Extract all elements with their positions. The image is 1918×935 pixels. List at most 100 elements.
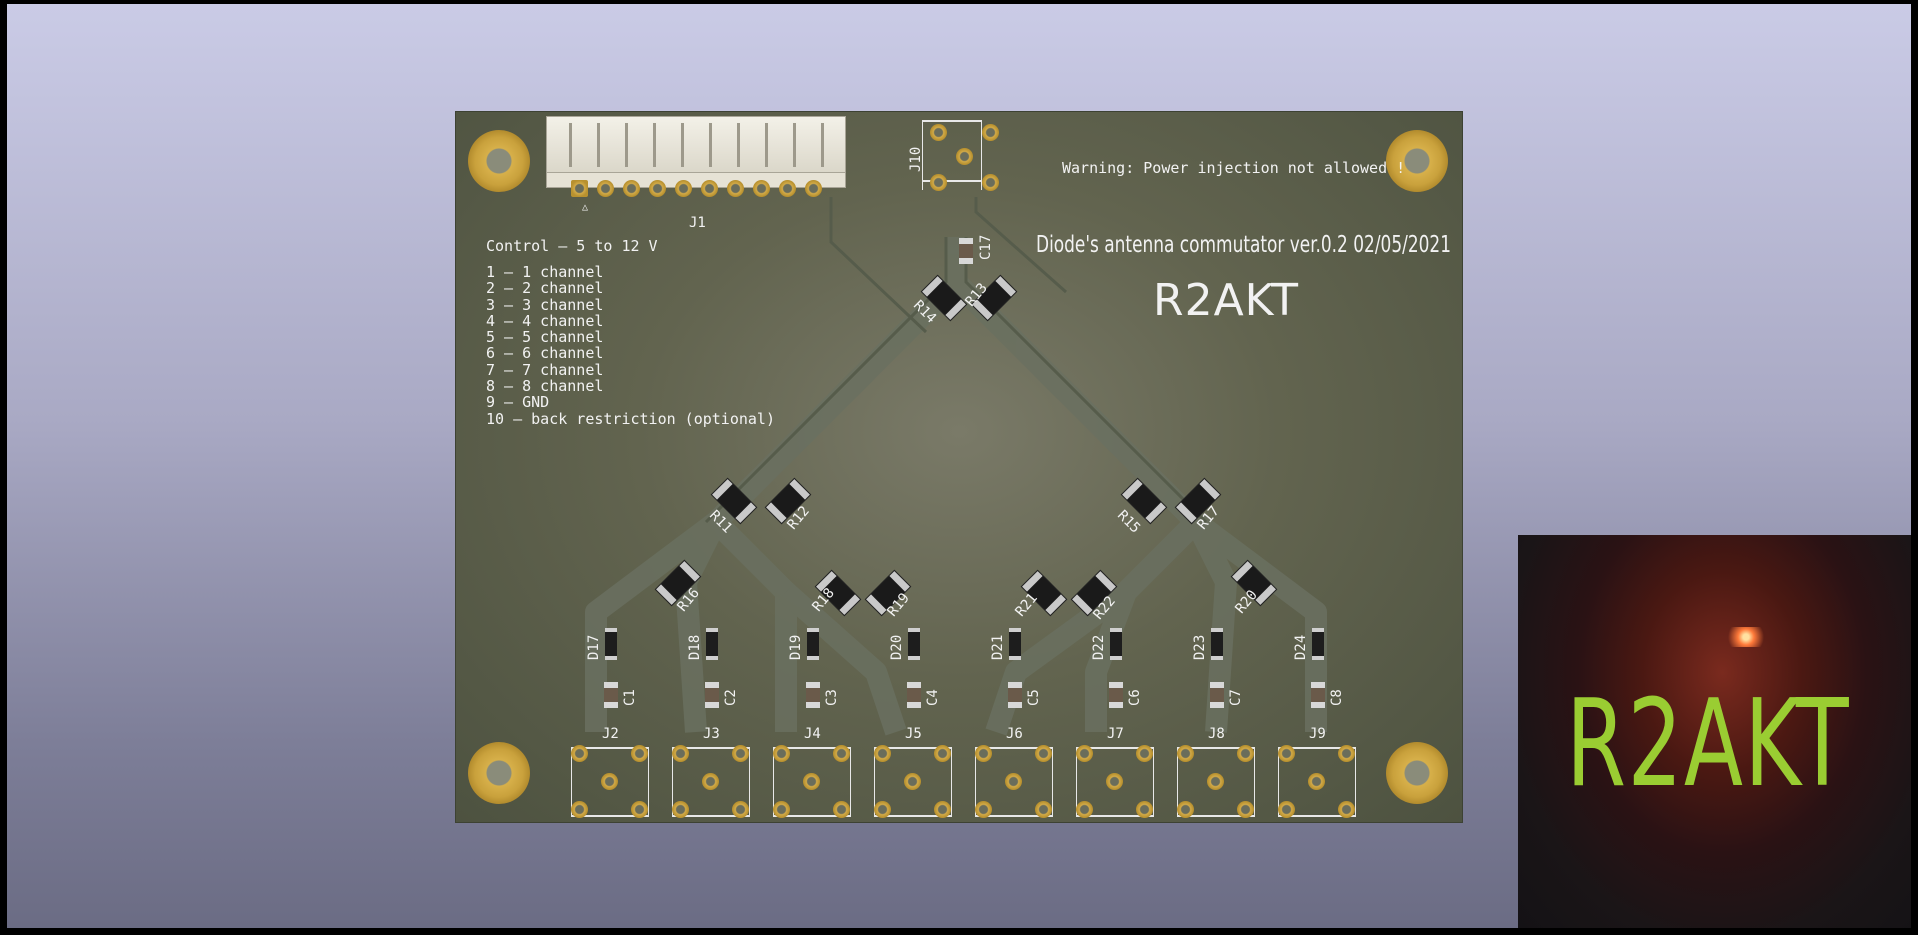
d21-ref-label: D21 (990, 634, 1006, 660)
j1-ref-label: J1 (689, 215, 706, 231)
j3-frame (672, 747, 750, 817)
board-title: Diode's antenna commutator ver.0.2 02/05… (1036, 232, 1452, 258)
j8-pad (1207, 773, 1224, 790)
j7-frame (1076, 747, 1154, 817)
c8-capacitor (1311, 682, 1325, 708)
d22-ref-label: D22 (1091, 634, 1107, 660)
j4-pad (773, 745, 790, 762)
pin-assignment-item: 7 – 7 channel (486, 360, 604, 379)
j6-pad (975, 745, 992, 762)
c3-capacitor (806, 682, 820, 708)
j1-pin1-mark: △ (582, 202, 589, 213)
c1-ref-label: C1 (622, 689, 638, 706)
pin-assignment-item: 6 – 6 channel (486, 344, 604, 363)
j8-ref-label: J8 (1208, 726, 1225, 742)
c17-ref-label: C17 (978, 234, 994, 260)
d17-diode (605, 628, 617, 660)
logo-glow (1728, 627, 1764, 647)
d20-ref-label: D20 (889, 634, 905, 660)
j2-pad (571, 745, 588, 762)
logo-text: R2AKT (1566, 675, 1851, 814)
j10-pad (982, 124, 999, 141)
j1-pad (779, 180, 796, 197)
d24-diode (1312, 628, 1324, 660)
j9-ref-label: J9 (1309, 726, 1326, 742)
c6-ref-label: C6 (1127, 689, 1143, 706)
warning-text: Warning: Power injection not allowed ! (1062, 159, 1406, 177)
j4-frame (773, 747, 851, 817)
j2-pad (631, 745, 648, 762)
d23-diode (1211, 628, 1223, 660)
pin-assignment-item: 5 – 5 channel (486, 328, 604, 347)
j1-pad (571, 180, 588, 197)
j1-pad (597, 180, 614, 197)
j5-pad (904, 773, 921, 790)
j3-pad (732, 745, 749, 762)
j6-frame (975, 747, 1053, 817)
c6-capacitor (1109, 682, 1123, 708)
d22-diode (1110, 628, 1122, 660)
j1-pad (753, 180, 770, 197)
j8-pad (1237, 801, 1254, 818)
mounting-hole-tr (1386, 130, 1448, 192)
pin-assignment-item: 8 – 8 channel (486, 377, 604, 396)
j6-ref-label: J6 (1006, 726, 1023, 742)
d19-ref-label: D19 (788, 634, 804, 660)
d18-ref-label: D18 (687, 634, 703, 660)
mounting-hole-bl (468, 742, 530, 804)
j10-pad (930, 174, 947, 191)
j5-pad (934, 801, 951, 818)
j5-ref-label: J5 (905, 726, 922, 742)
3d-viewer-viewport[interactable]: △ J1 J10 C17 Warning: Power injection no… (7, 4, 1911, 928)
j5-pad (874, 745, 891, 762)
c4-capacitor (907, 682, 921, 708)
j10-pad (930, 124, 947, 141)
d23-ref-label: D23 (1192, 634, 1208, 660)
j8-pad (1177, 745, 1194, 762)
j9-frame (1278, 747, 1356, 817)
pin-assignment-item: 10 – back restriction (optional) (486, 409, 775, 428)
c8-ref-label: C8 (1329, 689, 1345, 706)
pin-assignment-item: 1 – 1 channel (486, 263, 604, 281)
j2-pad (601, 773, 618, 790)
j9-pad (1278, 801, 1295, 818)
j2-frame (571, 747, 649, 817)
j8-pad (1237, 745, 1254, 762)
j3-pad (732, 801, 749, 818)
d20-diode (908, 628, 920, 660)
j1-pad (701, 180, 718, 197)
j4-ref-label: J4 (804, 726, 821, 742)
c4-ref-label: C4 (925, 689, 941, 706)
c1-capacitor (604, 682, 618, 708)
j10-frame (922, 120, 982, 190)
j10-pad (982, 174, 999, 191)
c5-ref-label: C5 (1026, 689, 1042, 706)
j5-pad (874, 801, 891, 818)
r2akt-logo-overlay: R2AKT (1518, 535, 1911, 928)
pcb-board[interactable]: △ J1 J10 C17 Warning: Power injection no… (456, 112, 1462, 822)
j8-pad (1177, 801, 1194, 818)
j10-pad (956, 148, 973, 165)
j7-pad (1136, 801, 1153, 818)
pin-assignment-item: 3 – 3 channel (486, 295, 604, 314)
j3-pad (702, 773, 719, 790)
c3-ref-label: C3 (824, 689, 840, 706)
j5-frame (874, 747, 952, 817)
j4-pad (833, 801, 850, 818)
c17-capacitor (959, 238, 973, 264)
pin-assignment-item: 4 – 4 channel (486, 311, 604, 330)
copper-traces (585, 197, 1327, 736)
j7-pad (1136, 745, 1153, 762)
d21-diode (1009, 628, 1021, 660)
mounting-hole-br (1386, 742, 1448, 804)
j6-pad (1035, 801, 1052, 818)
j1-header-lip (546, 172, 846, 188)
j1-header-connector (546, 116, 846, 180)
j3-ref-label: J3 (703, 726, 720, 742)
j1-pad (727, 180, 744, 197)
j6-pad (1005, 773, 1022, 790)
pin-assignment-list: 1 – 1 channel 2 – 2 channel 3 – 3 channe… (486, 264, 775, 427)
j9-pad (1308, 773, 1325, 790)
pin-assignment-item: 9 – GND (486, 393, 550, 412)
j9-pad (1278, 745, 1295, 762)
